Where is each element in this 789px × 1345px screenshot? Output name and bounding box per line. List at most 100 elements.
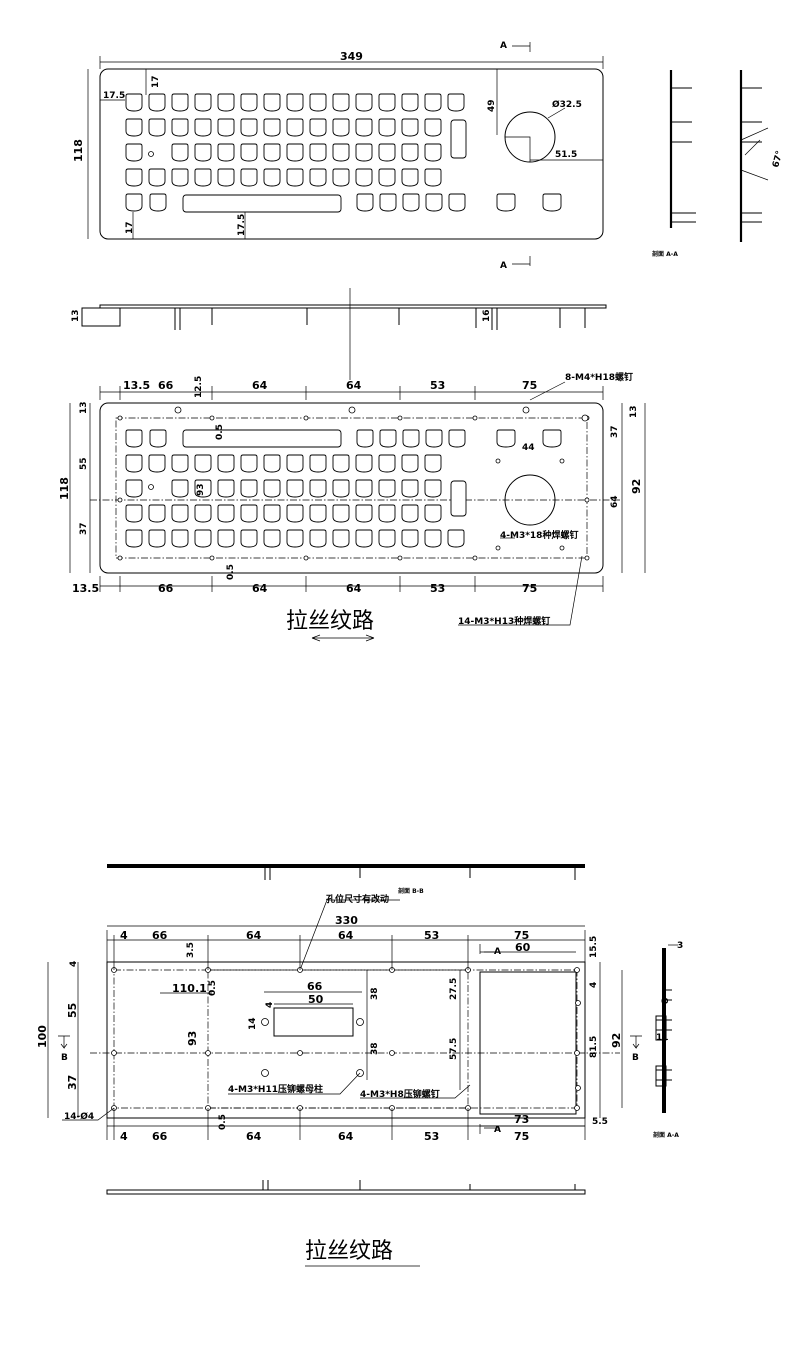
key [217,504,235,523]
key [125,429,143,448]
key [171,143,189,162]
key [263,479,281,498]
back-bottom-dim-4: 64 [346,582,362,595]
key [148,168,166,187]
fig2-dim-38b: 38 [370,1042,380,1055]
weld-stud [397,555,403,561]
note-screws: 8-M4*H18螺钉 [565,371,633,383]
press-screw [575,1000,581,1006]
fig2-bottom-dim-5: 53 [424,1130,439,1143]
key [309,93,327,112]
led-hole [148,151,154,157]
key [355,118,373,137]
key [148,454,166,473]
key [263,504,281,523]
key [240,454,258,473]
back-view-holes [117,406,590,561]
backplate-side-view: 拉丝纹路 [106,1180,586,1267]
weld-stud [117,555,123,561]
key [286,454,304,473]
key [378,118,396,137]
fig2-mark-b-left: B [61,1053,68,1063]
note-welds: 4-M3*18种焊螺钉 [500,529,578,541]
key [148,118,166,137]
key [263,454,281,473]
key [447,529,465,548]
key [125,193,143,212]
key [332,454,350,473]
key [309,504,327,523]
fig2-dim-110-1: 110.1 [172,982,207,995]
fig2-bottom-dim-4: 64 [338,1130,354,1143]
key [263,93,281,112]
key [194,529,212,548]
caption-brushed-1: 拉丝纹路 [286,609,374,634]
backplate-section-bb: 剖面 B-B 孔位尺寸有改动 [107,864,585,971]
back-inner-3: 0.5 [226,564,236,580]
key [401,143,419,162]
key [286,168,304,187]
back-top-dim-5: 53 [430,379,445,392]
back-left-dim-3: 37 [79,522,89,535]
fig2-hole-note: 14-Ø4 [64,1111,94,1122]
key [424,504,442,523]
screw-hole [581,414,589,422]
fig2-dim-4: 4 [265,1002,275,1008]
key [332,529,350,548]
key [309,118,327,137]
weld-stud [559,545,565,551]
key [149,429,167,448]
fig2-top-dim-4: 64 [338,929,354,942]
side-stud: 16 [482,309,492,322]
key [355,479,373,498]
key [448,429,466,448]
weld-stud [397,415,403,421]
key [332,168,350,187]
key [217,529,235,548]
key [171,529,189,548]
key [286,93,304,112]
key [332,479,350,498]
screw-hole [174,406,182,414]
key [378,504,396,523]
dim-left-margin: 17.5 [103,91,125,101]
fig2-dim-81-5: 81.5 [589,1036,599,1058]
fig2-top-dim-3: 64 [246,929,262,942]
key [240,93,258,112]
back-left-dim-1: 13 [79,401,89,414]
key [240,118,258,137]
backplate-holes [111,967,581,1111]
key [309,529,327,548]
weld-stud [584,555,590,561]
note-holes-changed: 孔位尺寸有改动 [326,893,389,905]
key [125,143,143,162]
key [240,143,258,162]
key [263,118,281,137]
dim-width-330: 330 [335,914,358,927]
keyboard-top-view: 349 118 17.5 17 17 17.5 49 Ø32.5 51.5 A … [72,41,604,271]
key [542,429,562,448]
key [194,118,212,137]
fig2-dim-3-5: 3.5 [186,942,196,958]
key [401,168,419,187]
back-bottom-dim-3: 64 [252,582,268,595]
key [286,529,304,548]
back-inner-4: 44 [522,443,535,453]
key [378,168,396,187]
key [194,454,212,473]
section-aa-view: 67° 剖面 A-A [652,70,785,258]
fig2-dim-57-5: 57.5 [449,1038,459,1060]
key [309,143,327,162]
fig2-section-aa: 3 8 11 剖面 A-A [653,941,683,1139]
key [217,479,235,498]
keyboard-side-view: 13 16 [71,288,607,380]
key [355,454,373,473]
back-right-dim-2: 37 [610,425,620,438]
key [148,93,166,112]
key [332,93,350,112]
trackball-opening-back [504,474,556,526]
screw-hole [348,406,356,414]
fig2-mark-a-top: A [494,947,501,957]
key [401,479,419,498]
fig2-left-dim-100: 100 [36,1025,49,1048]
